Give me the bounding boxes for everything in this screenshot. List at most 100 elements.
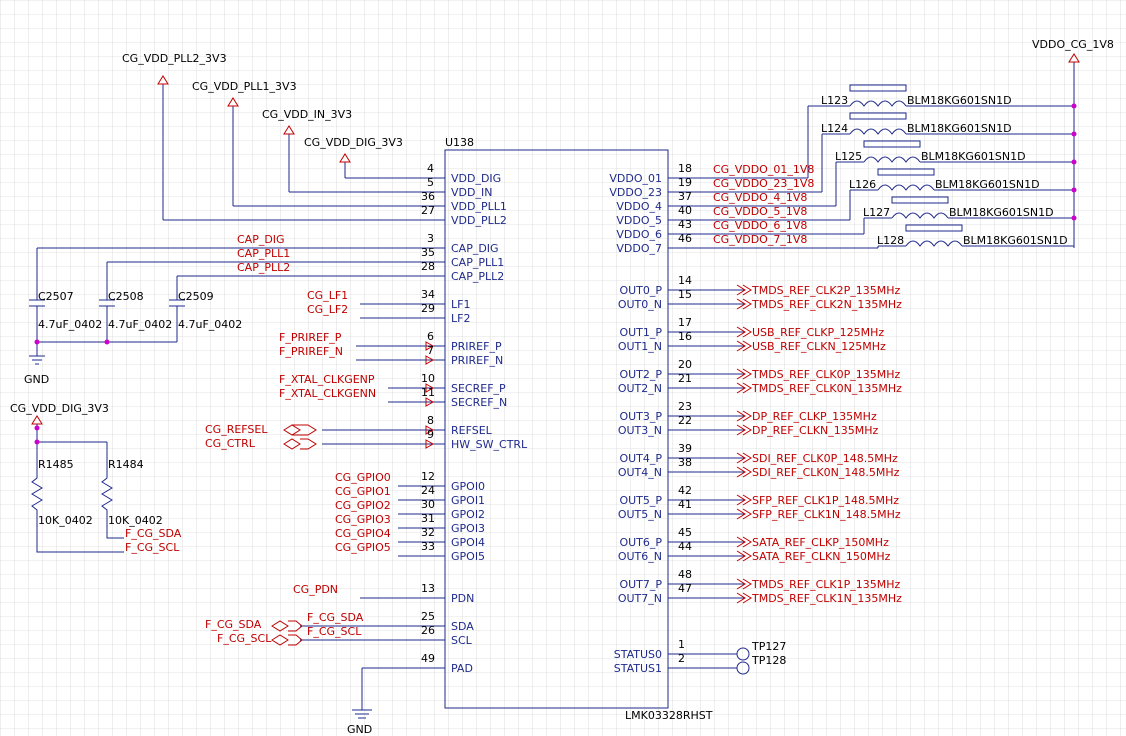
pin-num: 33: [421, 540, 435, 553]
ctrl-port-label: CG_CTRL: [205, 437, 256, 450]
pin-name: VDD_PLL1: [451, 200, 507, 213]
pin-num: 23: [678, 400, 692, 413]
pin-name: REFSEL: [451, 424, 493, 437]
pin-name: VDD_DIG: [451, 172, 501, 185]
pin-num: 12: [421, 470, 435, 483]
pullup-network: [31, 415, 124, 553]
pin-num: 48: [678, 568, 692, 581]
pin-name: OUT3_P: [619, 410, 662, 423]
pin-name: VDDO_23: [609, 186, 662, 199]
pin-num: 25: [421, 610, 435, 623]
pin-num: 29: [421, 302, 435, 315]
pin-name: VDDO_7: [616, 242, 662, 255]
ctrl-port-label: CG_REFSEL: [205, 423, 268, 436]
power-port-label: VDDO_CG_1V8: [1032, 38, 1114, 51]
net-label: F_XTAL_CLKGENN: [279, 387, 376, 400]
inductor-part: BLM18KG601SN1D: [907, 122, 1012, 135]
ctrl-port-shapes: [271, 424, 317, 646]
net-label: CG_GPIO0: [335, 471, 391, 484]
inductor-ref: L127: [863, 206, 890, 219]
pin-name: OUT2_P: [619, 368, 662, 381]
gnd-label: GND: [24, 373, 49, 386]
net-label: F_CG_SDA: [307, 611, 364, 624]
pin-name: GPOI5: [451, 550, 485, 563]
power-port-label: CG_VDD_PLL1_3V3: [192, 80, 297, 93]
pin-name: STATUS1: [614, 662, 662, 675]
net-label: CG_VDDO_5_1V8: [713, 205, 807, 218]
cap-value: 4.7uF_0402: [108, 318, 172, 331]
chip-ref: U138: [445, 136, 474, 149]
pin-name: OUT1_N: [618, 340, 662, 353]
pin-name: OUT1_P: [619, 326, 662, 339]
pin-num: 44: [678, 540, 692, 553]
inductor-ref: L123: [821, 94, 848, 107]
pad-gnd: [352, 668, 372, 719]
pin-name: VDD_PLL2: [451, 214, 507, 227]
pin-name: OUT4_N: [618, 466, 662, 479]
pin-name: CAP_PLL2: [451, 270, 504, 283]
ctrl-port-label: F_CG_SDA: [205, 618, 262, 631]
out-net-label: TMDS_REF_CLK1N_135MHz: [751, 592, 902, 605]
left-pin-lines: [37, 177, 445, 669]
pin-num: 30: [421, 498, 435, 511]
pin-name: GPOI0: [451, 480, 485, 493]
pin-name: OUT6_P: [619, 536, 662, 549]
pin-name: VDDO_01: [609, 172, 662, 185]
net-label: CG_VDDO_6_1V8: [713, 219, 807, 232]
pin-num: 19: [678, 176, 692, 189]
pin-name: SECREF_N: [451, 396, 507, 409]
net-label: CG_GPIO3: [335, 513, 391, 526]
res-ref: R1485: [38, 458, 74, 471]
cap-value: 4.7uF_0402: [38, 318, 102, 331]
pin-num: 15: [678, 288, 692, 301]
power-port-label: CG_VDD_DIG_3V3: [10, 402, 109, 415]
pin-name: OUT2_N: [618, 382, 662, 395]
pin-num: 20: [678, 358, 692, 371]
net-label: CG_VDDO_01_1V8: [713, 163, 814, 176]
pin-name: LF1: [451, 298, 470, 311]
pin-num: 11: [421, 386, 435, 399]
pin-name: CAP_PLL1: [451, 256, 504, 269]
out-net-label: SFP_REF_CLK1N_148.5MHz: [752, 508, 901, 521]
out-net-label: USB_REF_CLKP_125MHz: [752, 326, 884, 339]
inductor-network: [807, 53, 1080, 248]
pin-num: 35: [421, 246, 435, 259]
pin-name: OUT7_N: [618, 592, 662, 605]
pin-num: 5: [427, 176, 434, 189]
pin-name: GPOI4: [451, 536, 485, 549]
net-label: CG_PDN: [293, 583, 338, 596]
pin-num: 17: [678, 316, 692, 329]
net-label: CG_GPIO4: [335, 527, 391, 540]
res-value: 10K_0402: [108, 514, 163, 527]
out-net-label: TMDS_REF_CLK0P_135MHz: [751, 368, 900, 381]
cap-ref: C2508: [108, 290, 144, 303]
pin-num: 1: [678, 638, 685, 651]
net-label: CAP_DIG: [237, 233, 285, 246]
pin-name: HW_SW_CTRL: [451, 438, 528, 451]
net-label: CG_LF2: [307, 303, 348, 316]
chip-body[interactable]: [444, 149, 669, 709]
pin-name: SDA: [451, 620, 474, 633]
pin-name: LF2: [451, 312, 470, 325]
net-label: F_CG_SCL: [307, 625, 362, 638]
cap-ref: C2509: [178, 290, 214, 303]
out-net-label: USB_REF_CLKN_125MHz: [752, 340, 886, 353]
net-label: CAP_PLL1: [237, 247, 290, 260]
pin-name: OUT5_P: [619, 494, 662, 507]
pin-num: 6: [427, 330, 434, 343]
pin-num: 18: [678, 162, 692, 175]
pin-name: VDDO_5: [616, 214, 662, 227]
pin-num: 42: [678, 484, 692, 497]
inductor-part: BLM18KG601SN1D: [935, 178, 1040, 191]
power-port-label: CG_VDD_PLL2_3V3: [122, 52, 227, 65]
out-net-label: DP_REF_CLKP_135MHz: [752, 410, 877, 423]
pin-num: 22: [678, 414, 692, 427]
net-label: CG_GPIO1: [335, 485, 391, 498]
inductor-ref: L125: [835, 150, 862, 163]
pin-name: SECREF_P: [451, 382, 506, 395]
out-net-label: SDI_REF_CLK0P_148.5MHz: [752, 452, 898, 465]
pin-num: 8: [427, 414, 434, 427]
pin-num: 47: [678, 582, 692, 595]
net-label: CG_GPIO5: [335, 541, 391, 554]
